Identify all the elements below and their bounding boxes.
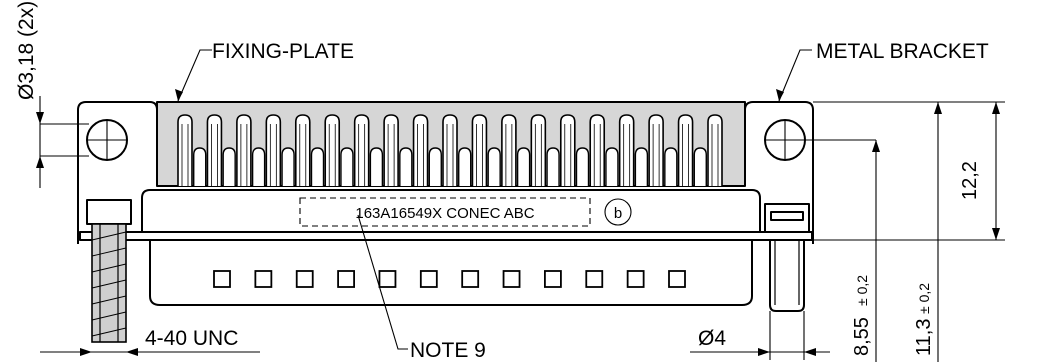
contact-pin: [428, 147, 442, 186]
note-9-leader: [357, 214, 408, 350]
thread-label: 4-40 UNC: [145, 327, 238, 350]
height-b-value: 11,3: [913, 319, 935, 356]
contact-pin: [222, 147, 236, 186]
contact-pin: [605, 147, 619, 186]
contact-pin: [369, 147, 384, 186]
marking-text: 163A16549X CONEC ABC: [355, 205, 534, 222]
contact-pin: [664, 147, 678, 186]
contact-pin: [648, 114, 664, 186]
contact-cavity: [461, 270, 480, 288]
contact-cavity: [502, 270, 521, 288]
fixing-plate-leader: [177, 49, 212, 102]
contact-pin: [546, 147, 560, 186]
contact-pin: [589, 114, 606, 186]
contact-pin: [618, 114, 635, 186]
contact-pins-top-row: [177, 114, 723, 186]
contact-pin: [310, 147, 325, 186]
contact-pin: [294, 114, 311, 186]
contact-pin: [501, 114, 517, 186]
contact-cavity: [337, 270, 355, 288]
contact-cavity: [544, 270, 562, 288]
contact-pin: [707, 114, 723, 186]
contact-pin: [412, 114, 429, 186]
contact-pin: [265, 114, 282, 186]
contact-pin: [281, 147, 295, 186]
metal-bracket-leader: [778, 49, 812, 102]
contact-cavity: [668, 270, 686, 288]
contact-cavity: [585, 270, 604, 288]
contact-pin: [399, 147, 413, 186]
contact-cavity: [378, 270, 397, 288]
contact-pin: [236, 114, 252, 186]
contact-cavity: [295, 270, 314, 288]
contact-pin: [530, 114, 547, 186]
contact-pin: [193, 147, 207, 186]
contact-pin: [575, 147, 590, 186]
contact-pin: [442, 114, 458, 186]
contact-pin: [471, 114, 488, 186]
height-a-tolerance: ± 0,2: [854, 275, 870, 306]
contact-pin: [634, 147, 649, 186]
contact-cavity: [626, 270, 645, 288]
metal-bracket-label: METAL BRACKET: [816, 40, 989, 63]
contact-pin: [516, 147, 531, 186]
height-a-dimension: 8,55 ± 0,2: [851, 275, 873, 356]
contact-pin: [693, 147, 707, 186]
contact-pin: [487, 147, 501, 186]
contact-pin: [353, 114, 370, 186]
contact-cavity: [419, 270, 438, 288]
contact-pin: [383, 114, 399, 186]
left-mounting-hole: [86, 119, 128, 161]
contact-pins-bottom-row: [193, 147, 707, 186]
contact-pin: [340, 147, 354, 186]
left-fixing-ear: [40, 101, 158, 244]
contact-cavity: [254, 270, 273, 288]
contact-pin: [677, 114, 694, 186]
hole-diameter-label: Ø3,18 (2x): [15, 1, 38, 100]
contact-cavity: [213, 270, 231, 288]
overall-height-label: 12,2: [959, 161, 981, 200]
left-threaded-standoff: [86, 199, 132, 343]
fixing-plate-label: FIXING-PLATE: [212, 40, 354, 63]
right-locating-pin: [764, 203, 810, 312]
height-a-value: 8,55: [851, 317, 873, 356]
contact-pin: [559, 114, 576, 186]
marking-box: [299, 197, 591, 227]
contact-cavities: [213, 270, 686, 288]
contact-pin: [177, 114, 193, 186]
pin-diameter-label: Ø4: [698, 327, 726, 350]
height-b-dimension: 11,3 ± 0,2: [913, 283, 935, 356]
marking-circle: [604, 198, 632, 226]
height-b-tolerance: ± 0,2: [916, 283, 932, 314]
contact-pin: [251, 147, 266, 186]
contact-pin: [458, 147, 472, 186]
contact-pin: [206, 114, 223, 186]
note-9-label: NOTE 9: [410, 339, 486, 362]
marking-circle-letter: b: [614, 205, 622, 222]
contact-pin: [324, 114, 341, 186]
